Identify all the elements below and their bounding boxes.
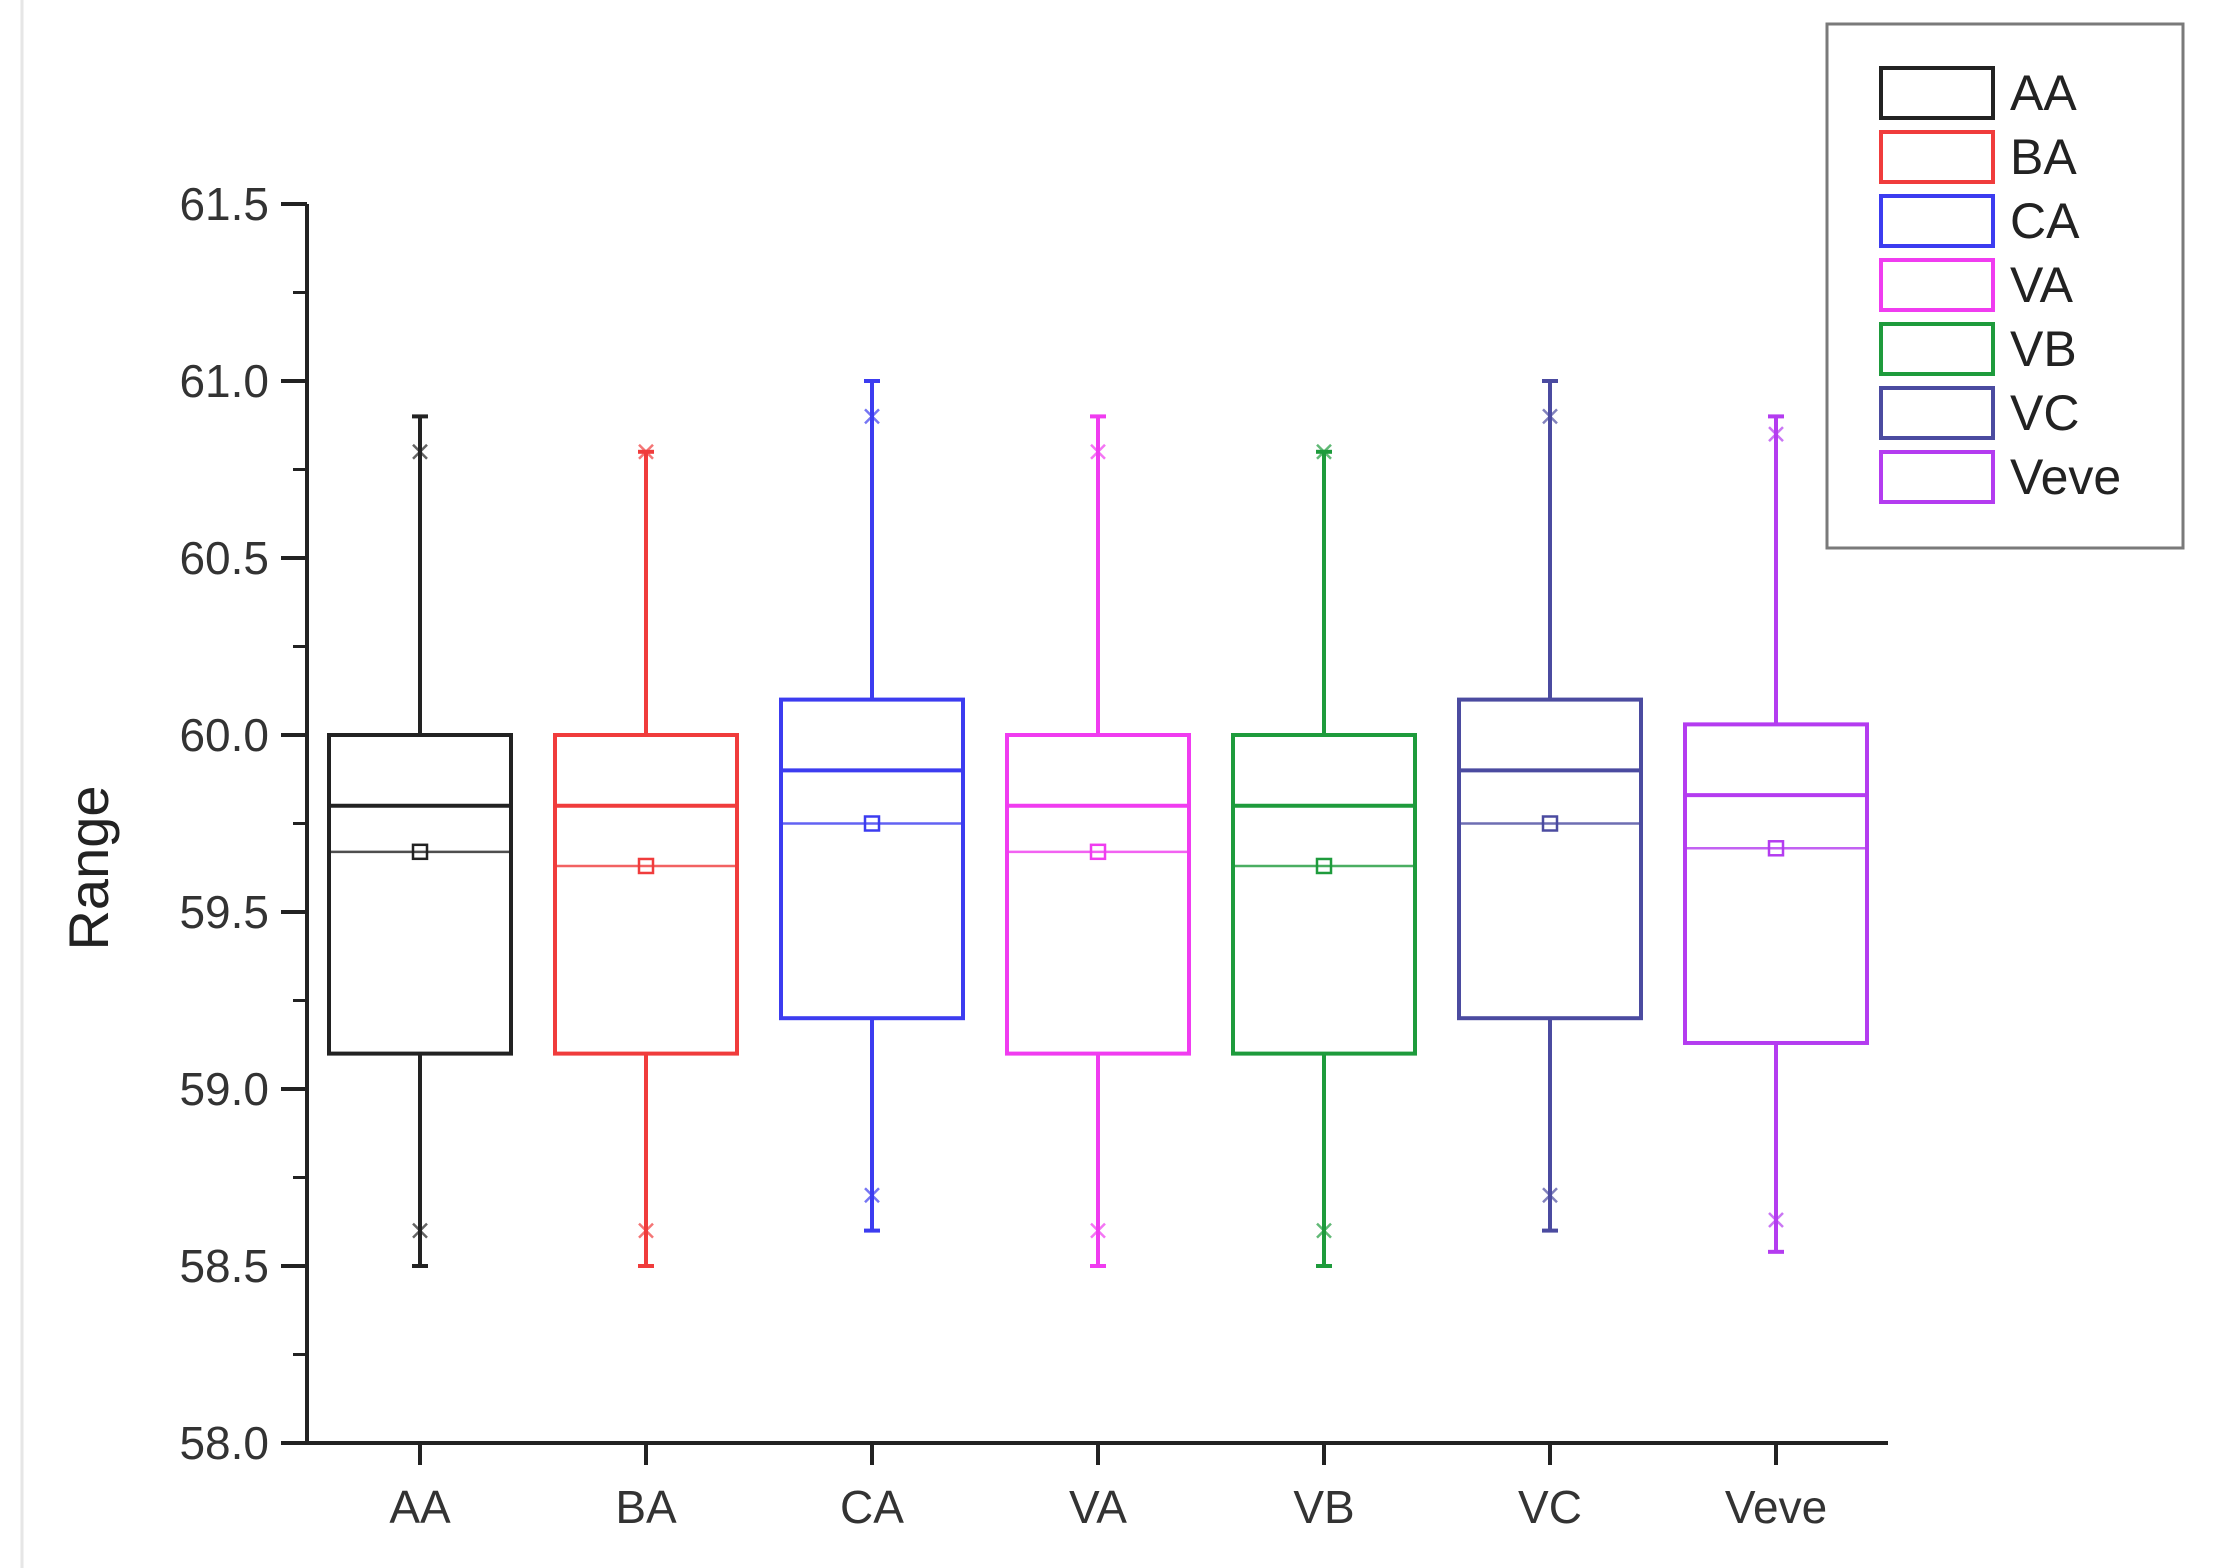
box-ca — [779, 379, 965, 1233]
box-ba — [553, 443, 739, 1268]
y-axis: 58.0 58.5 59.0 59.5 60.0 60.5 61.0 61.5 — [179, 178, 309, 1469]
plot-area — [327, 379, 1869, 1268]
y-tick-label: 61.0 — [179, 355, 269, 407]
box-iqr — [1231, 733, 1417, 1056]
legend-frame — [1825, 22, 2185, 550]
box-iqr — [327, 733, 513, 1056]
legend-label: VA — [2010, 257, 2074, 313]
box-veve — [1683, 414, 1869, 1254]
legend-swatch — [1879, 322, 1995, 376]
y-tick-label: 58.0 — [179, 1417, 269, 1469]
high-percentile-marker — [412, 443, 428, 460]
legend-swatch — [1879, 450, 1995, 504]
box-iqr — [553, 733, 739, 1056]
high-percentile-marker — [864, 408, 880, 425]
x-tick-label: VC — [1518, 1481, 1582, 1533]
mean-marker — [1767, 840, 1785, 857]
legend-swatch — [1879, 66, 1995, 120]
legend-label: BA — [2010, 129, 2077, 185]
high-percentile-marker — [1316, 443, 1332, 460]
legend-swatch — [1879, 130, 1995, 184]
x-tick-label: Veve — [1725, 1481, 1827, 1533]
box-iqr — [1683, 722, 1869, 1045]
y-tick-label: 60.0 — [179, 709, 269, 761]
low-percentile-marker — [412, 1222, 428, 1239]
high-percentile-marker — [638, 443, 654, 460]
x-tick-label: BA — [615, 1481, 677, 1533]
y-tick-label: 61.5 — [179, 178, 269, 230]
box-iqr — [1457, 697, 1643, 1021]
legend-label: Veve — [2010, 449, 2121, 505]
high-percentile-marker — [1768, 426, 1784, 442]
high-percentile-marker — [1090, 443, 1106, 460]
low-percentile-marker — [1316, 1222, 1332, 1239]
mean-marker — [1089, 843, 1107, 861]
low-percentile-marker — [864, 1187, 880, 1204]
mean-marker — [1541, 815, 1559, 832]
legend-swatch — [1879, 386, 1995, 440]
mean-marker — [637, 857, 655, 875]
legend-label: CA — [2010, 193, 2080, 249]
legend-swatch — [1879, 258, 1995, 312]
x-tick-label: CA — [840, 1481, 904, 1533]
y-tick-label: 59.5 — [179, 886, 269, 938]
low-percentile-marker — [1768, 1212, 1784, 1228]
box-vc — [1457, 379, 1643, 1233]
legend-label: VB — [2010, 321, 2077, 377]
box-aa — [327, 414, 513, 1268]
box-va — [1005, 414, 1191, 1268]
mean-marker — [1315, 857, 1333, 875]
low-percentile-marker — [1542, 1187, 1558, 1204]
mean-marker — [863, 815, 881, 832]
x-tick-label: VA — [1069, 1481, 1127, 1533]
box-vb — [1231, 443, 1417, 1268]
legend-label: VC — [2010, 385, 2079, 441]
legend: AA BA CA VA VB VC Veve — [1825, 22, 2185, 550]
y-axis-title: Range — [57, 785, 120, 950]
x-tick-label: VB — [1293, 1481, 1354, 1533]
y-tick-label: 60.5 — [179, 532, 269, 584]
low-percentile-marker — [1090, 1222, 1106, 1239]
y-tick-label: 58.5 — [179, 1240, 269, 1292]
y-tick-label: 59.0 — [179, 1063, 269, 1115]
high-percentile-marker — [1542, 408, 1558, 425]
mean-marker — [411, 843, 429, 861]
x-tick-label: AA — [389, 1481, 451, 1533]
x-axis: AA BA CA VA VB VC Veve — [307, 1441, 1888, 1533]
low-percentile-marker — [638, 1222, 654, 1239]
legend-label: AA — [2010, 65, 2077, 121]
box-iqr — [1005, 733, 1191, 1056]
legend-swatch — [1879, 194, 1995, 248]
box-iqr — [779, 697, 965, 1021]
